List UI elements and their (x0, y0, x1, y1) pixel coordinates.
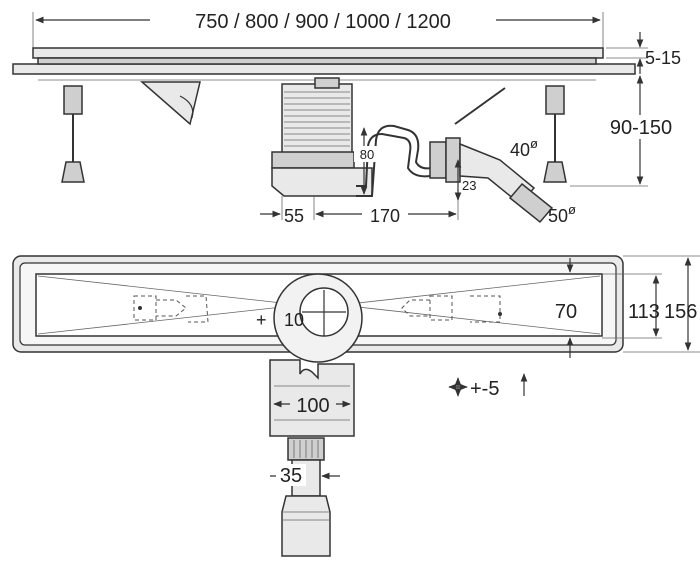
drain-hole-label: 10 (284, 310, 304, 330)
overall-length-label: 750 / 800 / 900 / 1000 / 1200 (195, 11, 451, 33)
left-foot-block (63, 85, 83, 115)
channel-flange (12, 63, 636, 75)
pipe-run-label: 170 (370, 206, 400, 226)
body-width-label: 100 (296, 395, 329, 417)
right-slope-line (454, 87, 506, 125)
height-range-label: 90-150 (610, 117, 672, 139)
right-foot-base (543, 161, 567, 183)
channel-body (37, 57, 597, 65)
adjust-label: +-5 (470, 378, 499, 400)
adjust-arrows-icon (448, 377, 468, 397)
left-foot-base (61, 161, 85, 183)
mid-width-label: 113 (628, 301, 660, 323)
inner-width-label: 70 (555, 301, 577, 323)
body-offset-label: 55 (284, 206, 304, 226)
outlet-outer-diameter: 50ø (548, 202, 576, 226)
outlet-spigot (508, 182, 554, 224)
right-foot-block (545, 85, 565, 115)
outlet-spigot-plan (281, 495, 331, 557)
trap-height-label: 80 (360, 147, 374, 162)
left-slope-bracket (140, 81, 201, 126)
outer-width-label: 156 (664, 301, 697, 323)
pipe-coupling (429, 141, 447, 179)
svg-text:+: + (256, 310, 267, 330)
outlet-offset-label: 23 (462, 178, 476, 193)
outlet-inner-diameter: 40ø (510, 136, 538, 160)
side-view: 750 / 800 / 900 / 1000 / 1200 (12, 6, 687, 226)
cover-plate (32, 47, 604, 59)
trap-housing (271, 167, 373, 197)
pipe-diameter-label: 35 (280, 465, 302, 487)
siphon-pipe (356, 124, 433, 197)
plan-view: + 10 70 113 156 +-5 100 (12, 255, 700, 557)
cover-gap-label: 5-15 (645, 48, 681, 68)
